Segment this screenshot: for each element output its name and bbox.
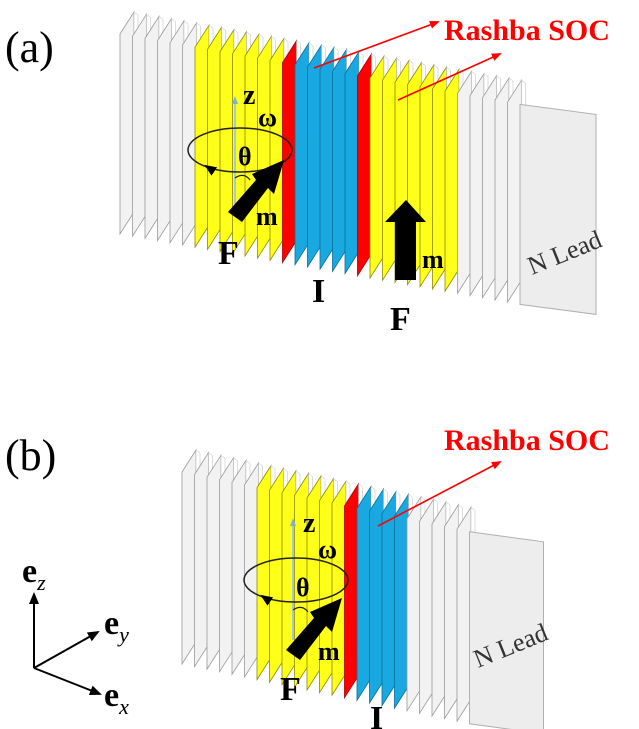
precession-orbit-b <box>243 557 349 603</box>
normal-plate <box>507 78 522 304</box>
normal-plate <box>406 495 422 713</box>
theta-label-b: θ <box>296 573 310 602</box>
panel-b-label: (b) <box>5 431 56 480</box>
ferromagnet-plate <box>382 56 397 282</box>
normal-plate <box>181 448 197 666</box>
panel-a-layer-stack <box>119 10 597 315</box>
insulator-plate <box>332 48 347 273</box>
ferromagnet-plate <box>219 28 235 253</box>
rashba-interface-plate <box>344 482 359 700</box>
precession-arrow-b <box>260 594 274 606</box>
ez-label: ez <box>22 553 46 595</box>
normal-plate <box>132 12 147 238</box>
insulator-plate <box>294 41 310 267</box>
normal-plate <box>494 76 510 302</box>
layer-label-f-right-a: F <box>390 301 411 338</box>
layer-label-f-b: F <box>280 671 301 708</box>
insulator-plate <box>307 43 322 269</box>
normal-plate <box>194 451 209 668</box>
ferromagnet-plate <box>194 23 210 249</box>
insulator-plate <box>344 50 360 275</box>
n-lead-block <box>469 531 544 729</box>
normal-plate <box>419 498 434 715</box>
ex-axis-arrow <box>33 667 102 695</box>
ferromagnet-plate <box>444 67 460 293</box>
normal-plate <box>182 21 197 247</box>
m-label-b: m <box>318 637 340 666</box>
normal-plate <box>169 19 185 245</box>
precession-arrow-a <box>204 164 218 176</box>
insulator-plate <box>394 492 409 710</box>
ferromagnet-plate <box>256 464 272 681</box>
normal-plate <box>482 74 497 300</box>
panel-a: (a) Rashba SOC z ω θ m m F I F N Lead <box>5 10 610 338</box>
m-label-left-a: m <box>256 202 278 231</box>
layer-label-i-a: I <box>312 273 325 310</box>
layer-label-f-left-a: F <box>218 235 239 272</box>
insulator-plate <box>319 45 335 271</box>
ex-label: ex <box>104 677 129 719</box>
normal-plate <box>231 459 247 676</box>
theta-arc-a <box>234 174 251 181</box>
rashba-interface-plate <box>357 52 372 278</box>
normal-plate <box>244 461 259 679</box>
normal-plate <box>144 15 160 240</box>
ey-label: ey <box>104 605 129 647</box>
normal-plate <box>157 17 172 242</box>
rashba-pointer-a2 <box>397 53 502 101</box>
rashba-pointer-b <box>377 461 502 527</box>
insulator-plate <box>369 487 384 705</box>
n-lead-block <box>519 103 597 315</box>
layer-label-i-b: I <box>370 700 383 729</box>
magnetization-arrow-right-a <box>385 200 426 280</box>
rashba-soc-label-b: Rashba SOC <box>444 424 610 457</box>
ferromagnet-plate <box>369 54 385 280</box>
normal-plate <box>457 70 472 295</box>
ey-axis-arrow <box>33 631 100 669</box>
theta-label-a: θ <box>238 142 252 171</box>
ferromagnet-plate <box>207 26 222 251</box>
panel-a-label: (a) <box>5 23 54 72</box>
theta-arc-b <box>292 606 309 613</box>
panel-b: (b) Rashba SOC z ω θ m F I N Lead <box>5 424 610 729</box>
normal-plate <box>456 505 472 723</box>
normal-plate <box>119 10 135 236</box>
magnetization-arrow-left-a <box>228 160 284 222</box>
m-label-right-a: m <box>422 245 444 274</box>
panel-b-layer-stack <box>181 448 544 729</box>
normal-plate <box>219 456 234 674</box>
normal-plate <box>469 72 485 297</box>
omega-label-a: ω <box>258 103 277 132</box>
insulator-plate <box>356 485 372 702</box>
normal-plate <box>444 503 459 720</box>
rashba-pointer-a1 <box>313 21 440 69</box>
coordinate-axes: ez ey ex <box>22 553 129 719</box>
z-label-b: z <box>303 508 315 539</box>
normal-plate <box>431 500 447 718</box>
normal-plate <box>206 453 222 671</box>
magnetization-arrow-b <box>286 598 342 660</box>
precession-orbit-a <box>187 127 293 173</box>
ferromagnet-plate <box>269 466 284 684</box>
rashba-soc-label-a: Rashba SOC <box>444 14 610 47</box>
z-label-a: z <box>243 80 255 111</box>
omega-label-b: ω <box>318 535 337 564</box>
rashba-interface-plate <box>282 39 297 264</box>
